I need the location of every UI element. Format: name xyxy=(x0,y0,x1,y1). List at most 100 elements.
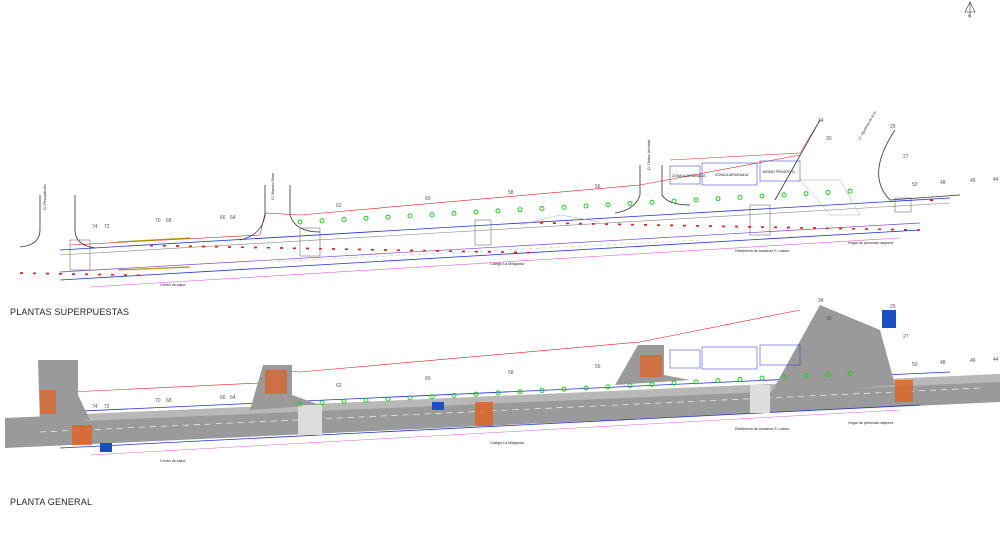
tree-icon xyxy=(561,204,567,210)
survey-marker xyxy=(267,246,270,249)
green-zone-2: ZONA AJARDINADA xyxy=(715,173,749,177)
survey-marker xyxy=(345,248,348,250)
landmark-residence-general: Residencia de ancianos S. Lázaro xyxy=(735,427,790,431)
station-label: 68 xyxy=(166,398,172,404)
tree-icon xyxy=(385,214,391,220)
station-label: 48 xyxy=(940,360,946,366)
survey-marker xyxy=(33,272,36,275)
survey-marker xyxy=(696,225,699,227)
station-label: 46 xyxy=(970,358,976,364)
landmark-elderly-home: Hogar de personas mayores xyxy=(848,241,894,245)
station-label: 74 xyxy=(92,224,98,230)
station-label: 25 xyxy=(890,304,896,310)
station-label: 30 xyxy=(826,136,832,142)
survey-marker xyxy=(137,274,140,277)
survey-marker xyxy=(20,272,23,274)
station-label: 27 xyxy=(903,154,909,160)
tree-icon xyxy=(517,207,523,213)
survey-marker xyxy=(59,273,62,275)
street-name-1: C/. Pescaderuelo xyxy=(43,184,47,210)
survey-marker xyxy=(124,274,127,276)
tree-icon xyxy=(715,196,721,202)
tree-icon xyxy=(583,385,589,391)
survey-marker xyxy=(514,251,517,254)
tree-icon xyxy=(693,379,699,385)
survey-marker xyxy=(189,245,192,248)
survey-marker xyxy=(683,224,686,227)
survey-marker xyxy=(631,223,634,226)
station-label: 70 xyxy=(155,398,161,404)
survey-marker xyxy=(176,245,179,247)
landmark-school-general: Colegio La Milagrosa xyxy=(490,441,524,445)
survey-marker xyxy=(579,222,582,225)
landmark-residence: Residencia de ancianos S. Lázaro xyxy=(735,249,790,253)
tree-icon xyxy=(847,188,853,194)
tree-icon xyxy=(847,370,853,376)
survey-marker xyxy=(111,274,114,276)
tree-icon xyxy=(825,189,831,195)
station-label: 25 xyxy=(890,124,896,130)
survey-marker xyxy=(891,228,894,231)
station-label: 58 xyxy=(508,190,514,196)
survey-marker xyxy=(436,250,439,252)
survey-marker xyxy=(813,227,816,229)
survey-marker xyxy=(722,225,725,228)
survey-marker xyxy=(371,248,374,251)
survey-marker xyxy=(618,223,621,226)
station-label: 50 xyxy=(912,362,918,368)
station-label: 60 xyxy=(425,376,431,382)
tree-icon xyxy=(363,397,369,403)
tree-icon xyxy=(759,375,765,381)
tree-icon xyxy=(781,192,787,198)
north-arrow-icon: N xyxy=(964,1,976,18)
tree-icon xyxy=(495,390,501,396)
survey-marker xyxy=(748,226,751,228)
survey-marker xyxy=(384,249,387,251)
tree-icon xyxy=(495,208,501,214)
tree-icon xyxy=(781,374,787,380)
tree-icon xyxy=(341,217,347,223)
survey-marker xyxy=(774,226,777,229)
tree-icon xyxy=(649,381,655,387)
survey-marker xyxy=(332,248,335,250)
survey-marker xyxy=(826,227,829,230)
tree-icon xyxy=(539,387,545,393)
tree-icon xyxy=(759,193,765,199)
survey-marker xyxy=(657,224,660,226)
tree-icon xyxy=(605,384,611,390)
parking-sign-icon xyxy=(432,402,444,410)
tree-icon xyxy=(429,212,435,218)
street-name-4: C/. Agustinas de Acre xyxy=(857,110,877,140)
survey-marker xyxy=(735,225,738,228)
survey-marker xyxy=(852,228,855,230)
station-label: 48 xyxy=(940,180,946,186)
station-label: 46 xyxy=(970,178,976,184)
station-label: 30 xyxy=(826,316,832,322)
station-label: 74 xyxy=(92,404,98,410)
station-label: 58 xyxy=(508,370,514,376)
tree-icon xyxy=(583,203,589,209)
tree-icon xyxy=(407,395,413,401)
tree-icon xyxy=(319,400,325,406)
green-zone-1: ZONA AJARDINADA xyxy=(672,174,706,178)
tree-icon xyxy=(407,213,413,219)
station-label: 60 xyxy=(425,196,431,202)
survey-marker xyxy=(501,251,504,253)
tree-icon xyxy=(363,215,369,221)
survey-marker xyxy=(254,246,257,249)
tree-icon xyxy=(539,205,545,211)
landmark-health-center: Centro de salud xyxy=(160,283,185,287)
survey-marker xyxy=(462,250,465,253)
survey-marker xyxy=(761,226,764,228)
survey-marker xyxy=(306,247,309,250)
station-label: 62 xyxy=(336,383,342,389)
survey-marker xyxy=(280,247,283,249)
north-label: N xyxy=(968,14,971,18)
street-name-3: C/. Obispo Arrizabal xyxy=(647,140,651,170)
station-label: 56 xyxy=(595,364,601,370)
survey-marker xyxy=(215,246,218,248)
survey-marker xyxy=(917,229,920,231)
survey-marker xyxy=(878,228,881,231)
tree-icon xyxy=(561,386,567,392)
tree-icon xyxy=(671,198,677,204)
